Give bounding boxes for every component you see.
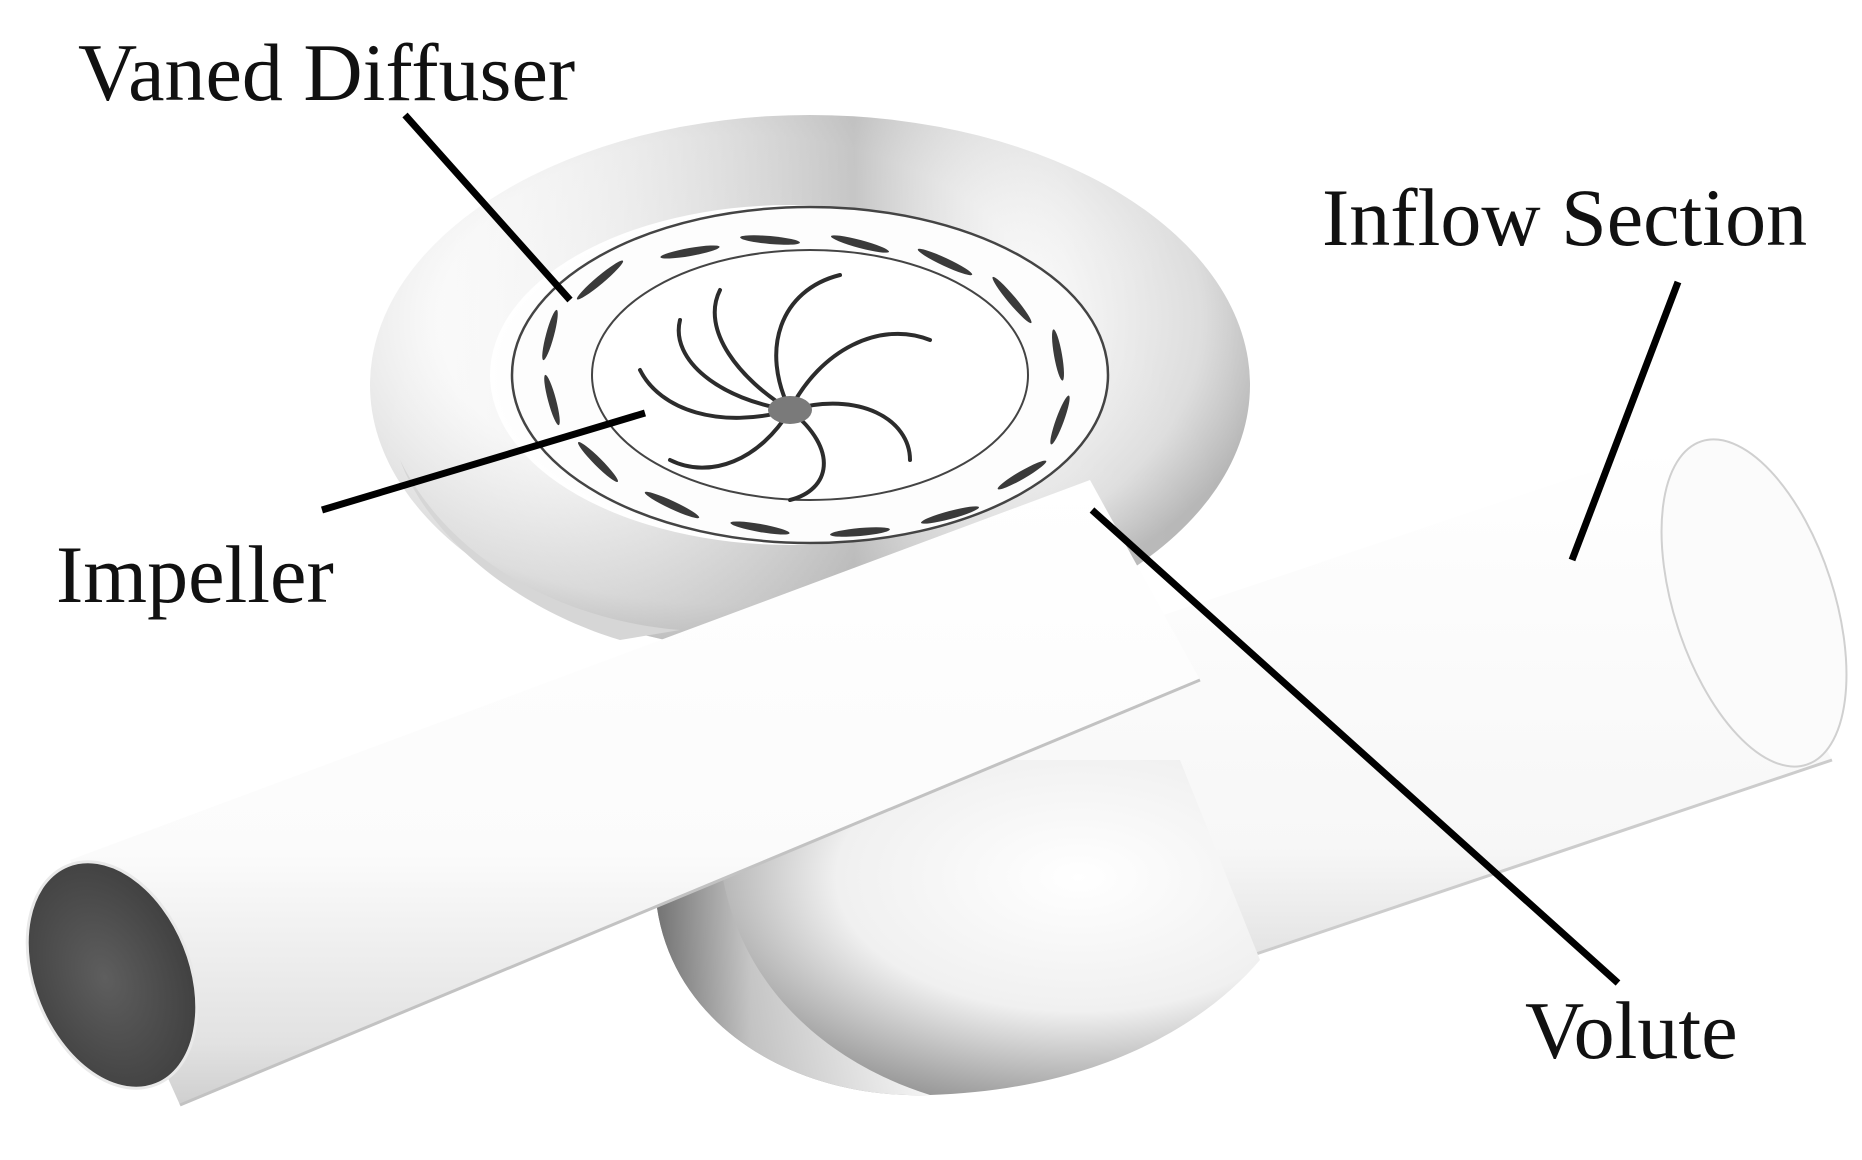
vaned-diffuser xyxy=(510,205,1110,545)
inflow-section-label: Inflow Section xyxy=(1322,172,1807,263)
outlet-pipe-body xyxy=(70,480,1200,1105)
volute-leader xyxy=(1089,507,1621,986)
impeller-label: Impeller xyxy=(56,529,334,620)
diffuser-vanes xyxy=(542,235,1070,537)
inflow-section-leader xyxy=(1568,280,1682,562)
outlet-pipe xyxy=(25,480,1201,1107)
vaned-diffuser-leader xyxy=(402,112,573,303)
impeller-leader xyxy=(320,409,647,514)
impeller xyxy=(638,273,932,502)
inflow-pipe-end xyxy=(1660,438,1848,768)
volute-label: Volute xyxy=(1525,985,1738,1076)
vaned-diffuser-label: Vaned Diffuser xyxy=(78,27,575,118)
outlet-pipe-end-face xyxy=(27,861,197,1089)
